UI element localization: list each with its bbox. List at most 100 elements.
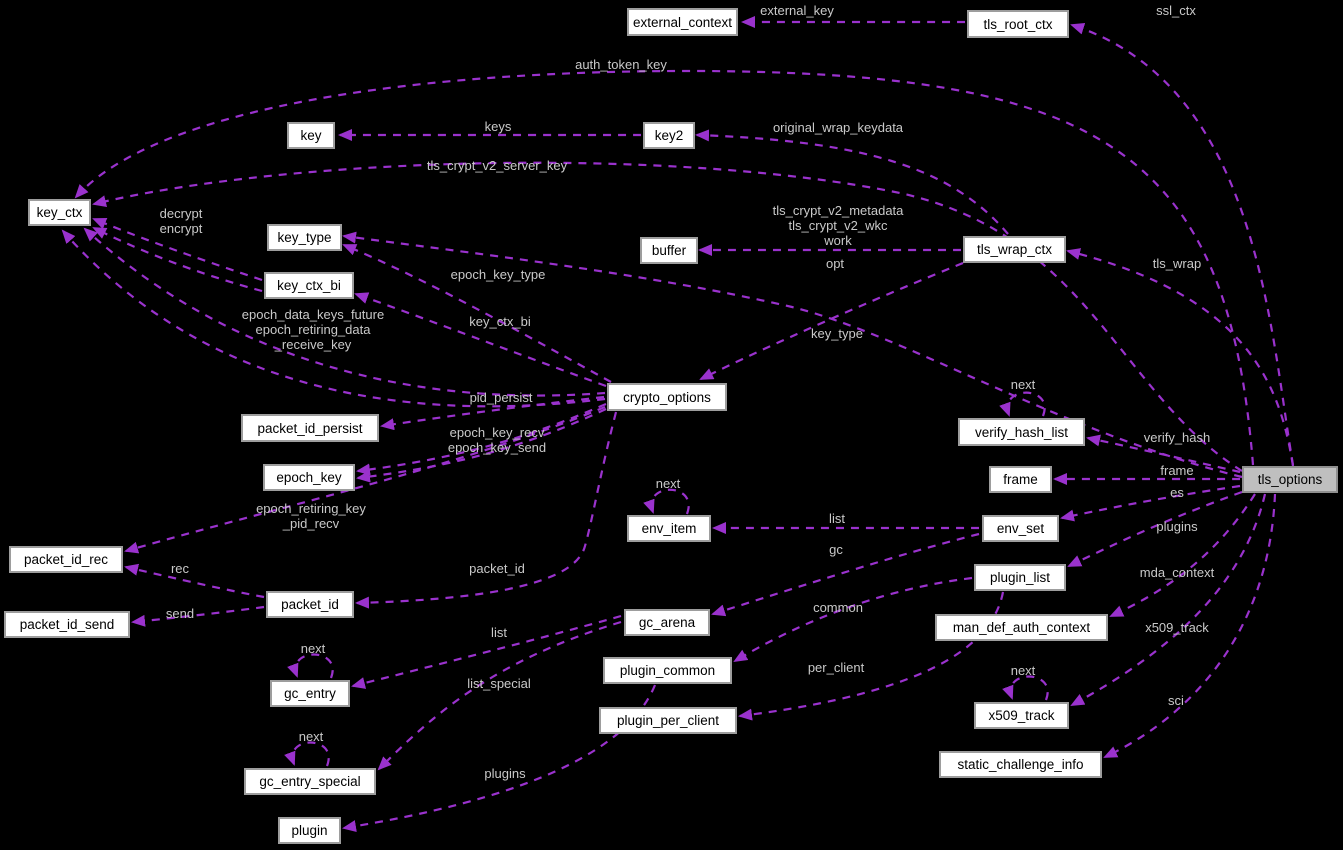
edge-label-keys: keys — [484, 119, 512, 134]
edge-tls-options-to-x509-track — [1070, 493, 1267, 706]
edge-crypto-options-to-packet-id — [355, 411, 618, 609]
edge-label-common: common — [813, 600, 863, 615]
edge-verify-hash-list-self-loop — [999, 391, 1046, 417]
edge-crypto-options-to-packet-id-rec — [124, 405, 606, 554]
node-key-ctx[interactable]: key_ctx — [28, 199, 91, 226]
node-tls-options[interactable]: tls_options — [1242, 466, 1338, 493]
node-packet-id[interactable]: packet_id — [266, 591, 354, 618]
edge-plugin-list-to-plugin-common — [733, 576, 973, 663]
node-plugin-common[interactable]: plugin_common — [603, 657, 732, 684]
edge-label-per-client: per_client — [807, 660, 865, 675]
edge-tls-options-to-tls-root-ctx — [1070, 22, 1295, 466]
edge-label-decrypt-encrypt: decrypt encrypt — [159, 206, 203, 236]
edge-key-ctx-bi-to-key-ctx-encrypt — [92, 227, 263, 293]
edge-gc-arena-to-gc-entry — [351, 614, 622, 689]
edge-tls-options-to-key-ctx-server-key — [92, 161, 1243, 472]
node-crypto-options[interactable]: crypto_options — [607, 383, 727, 411]
edge-label-ssl-ctx: ssl_ctx — [1156, 3, 1196, 18]
edge-label-epoch-data-keys: epoch_data_keys_future epoch_retiring_da… — [241, 307, 385, 352]
edge-env-item-self-loop — [643, 488, 690, 515]
edge-label-epoch-key-type: epoch_key_type — [450, 267, 546, 282]
edge-label-key-type: key_type — [810, 326, 864, 341]
edge-label-epoch-key-recv-send: epoch_key_recv epoch_key_send — [447, 425, 547, 455]
node-plugin[interactable]: plugin — [278, 817, 341, 844]
node-man-def-auth-context[interactable]: man_def_auth_context — [935, 614, 1108, 641]
edge-tls-options-to-env-set — [1060, 484, 1241, 522]
edge-label-rec: rec — [170, 561, 190, 576]
edge-label-next-gc-entry-special: next — [298, 729, 324, 744]
edge-label-plugins-tls: plugins — [1156, 519, 1198, 534]
node-x509-track[interactable]: x509_track — [974, 702, 1069, 729]
edge-tls-options-to-plugin-list — [1067, 490, 1243, 567]
edge-label-x509-track: x509_track — [1145, 620, 1209, 635]
node-packet-id-send[interactable]: packet_id_send — [4, 611, 130, 638]
node-env-set[interactable]: env_set — [982, 515, 1059, 542]
edge-label-next-gc-entry: next — [300, 641, 326, 656]
edge-crypto-options-to-epoch-key-b — [356, 408, 607, 483]
edge-tls-wrap-ctx-to-key2 — [695, 129, 1009, 235]
node-gc-entry-special[interactable]: gc_entry_special — [244, 768, 376, 795]
node-key[interactable]: key — [287, 122, 335, 149]
edge-label-send: send — [165, 606, 195, 621]
edge-label-auth-token-key: auth_token_key — [575, 57, 667, 72]
node-packet-id-rec[interactable]: packet_id_rec — [9, 546, 123, 573]
node-epoch-key[interactable]: epoch_key — [263, 464, 355, 491]
edge-tls-options-to-man-def-auth-context — [1109, 493, 1256, 618]
edge-label-sci: sci — [1168, 693, 1184, 708]
node-external-context[interactable]: external_context — [627, 8, 738, 36]
edge-label-verify-hash: verify_hash — [1143, 430, 1211, 445]
edge-gc-arena-to-gc-entry-special — [377, 620, 622, 771]
node-plugin-per-client[interactable]: plugin_per_client — [599, 707, 737, 734]
edge-label-opt: opt — [825, 256, 845, 271]
edge-label-packet-id: packet_id — [469, 561, 525, 576]
node-key2[interactable]: key2 — [643, 122, 695, 149]
node-packet-id-persist[interactable]: packet_id_persist — [241, 414, 379, 442]
edge-packet-id-to-packet-id-send — [131, 605, 265, 627]
node-env-item[interactable]: env_item — [627, 515, 711, 542]
edge-label-next-verify-hash-list: next — [1010, 377, 1036, 392]
edge-label-tls-wrap: tls_wrap — [1152, 256, 1202, 271]
edge-plugin-list-to-plugin-per-client — [738, 591, 1005, 721]
edge-tls-options-to-static-challenge-info — [1103, 493, 1277, 758]
edge-crypto-options-to-epoch-key-a — [356, 402, 607, 476]
edge-label-gc: gc — [829, 542, 843, 557]
edge-crypto-options-to-key-type — [342, 243, 612, 383]
node-gc-arena[interactable]: gc_arena — [624, 609, 710, 636]
edge-env-set-to-gc-arena — [711, 532, 980, 617]
edge-label-list-env: list — [829, 511, 845, 526]
edge-label-frame: frame — [1160, 463, 1194, 478]
edge-label-list-special: list_special — [467, 676, 531, 691]
node-static-challenge-info[interactable]: static_challenge_info — [939, 751, 1102, 778]
edge-label-original-wrap-keydata: original_wrap_keydata — [772, 120, 904, 135]
edge-tls-wrap-ctx-to-crypto-options — [699, 261, 964, 380]
node-key-ctx-bi[interactable]: key_ctx_bi — [264, 272, 354, 299]
edge-label-list-gc: list — [491, 625, 507, 640]
node-key-type[interactable]: key_type — [267, 224, 342, 251]
node-frame[interactable]: frame — [989, 466, 1052, 493]
edge-key-ctx-bi-to-key-ctx-decrypt — [92, 217, 263, 282]
node-tls-wrap-ctx[interactable]: tls_wrap_ctx — [963, 236, 1066, 263]
edge-gc-entry-special-self-loop — [284, 741, 330, 767]
edge-label-tls-crypt-v2-server-key: tls_crypt_v2_server_key — [426, 158, 568, 173]
edge-label-next-x509-track: next — [1010, 663, 1036, 678]
edge-packet-id-to-packet-id-rec — [124, 563, 265, 599]
edge-label-pid-persist: pid_persist — [469, 390, 533, 405]
edge-label-es: es — [1170, 485, 1184, 500]
edge-label-external-key: external_key — [760, 3, 834, 18]
edge-label-mda-context: mda_context — [1139, 565, 1215, 580]
node-tls-root-ctx[interactable]: tls_root_ctx — [967, 10, 1069, 38]
node-buffer[interactable]: buffer — [640, 237, 698, 264]
edge-gc-entry-self-loop — [287, 653, 334, 679]
node-verify-hash-list[interactable]: verify_hash_list — [958, 418, 1085, 446]
edge-tls-options-to-tls-wrap-ctx — [1066, 248, 1295, 467]
edge-crypto-options-to-key-ctx-bi — [354, 292, 607, 388]
node-plugin-list[interactable]: plugin_list — [974, 564, 1066, 591]
edge-label-key-ctx-bi: key_ctx_bi — [469, 314, 531, 329]
edge-label-plugins-common: plugins — [484, 766, 526, 781]
edge-x509-track-self-loop — [1002, 675, 1049, 701]
edge-label-epoch-retiring-key-pid-recv: epoch_retiring_key _pid_recv — [256, 501, 366, 531]
edge-tls-options-to-verify-hash-list — [1086, 434, 1241, 474]
node-gc-entry[interactable]: gc_entry — [270, 680, 350, 707]
